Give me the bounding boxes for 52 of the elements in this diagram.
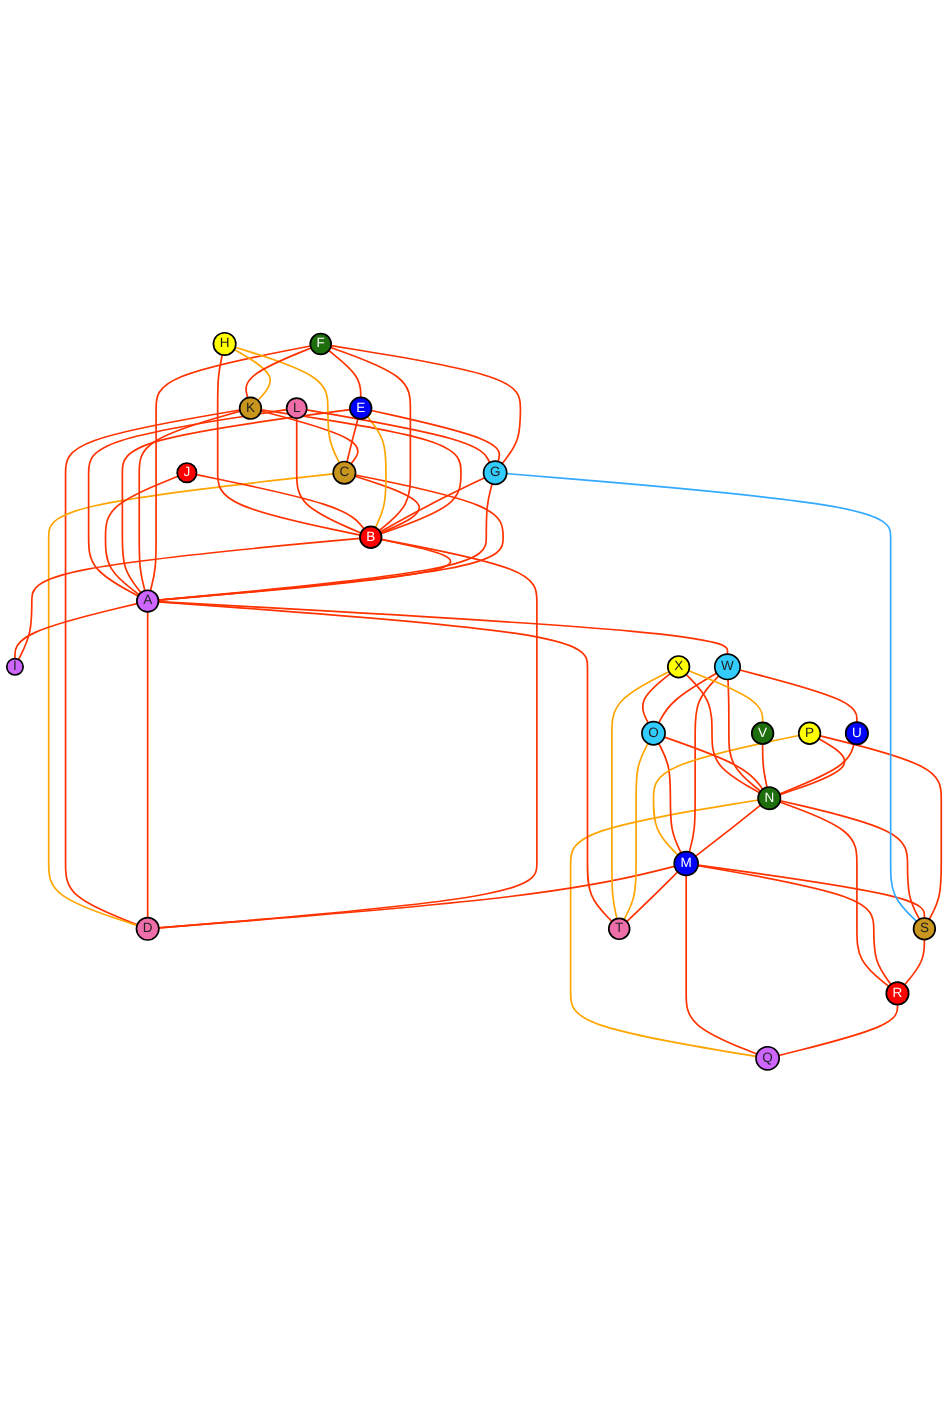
connector (17, 538, 361, 661)
connector (47, 473, 335, 927)
connector (685, 875, 758, 1056)
connector (641, 673, 672, 725)
connector (87, 409, 288, 598)
connector (354, 476, 421, 535)
connector (330, 345, 522, 466)
connector (738, 669, 858, 724)
connector (777, 1004, 899, 1057)
connector (195, 474, 365, 531)
connector (778, 743, 855, 796)
connector (260, 409, 462, 536)
connector (149, 345, 312, 593)
connector (121, 409, 351, 595)
connector (245, 347, 312, 400)
connector (146, 611, 149, 920)
connector (366, 416, 387, 529)
connector (260, 410, 359, 466)
connector (328, 350, 362, 399)
connector (657, 673, 718, 725)
connector (305, 409, 491, 464)
connector (157, 601, 729, 656)
connector (652, 735, 800, 857)
connector (14, 603, 138, 661)
connector (727, 679, 762, 793)
connector (778, 801, 890, 988)
connector (64, 409, 241, 927)
connector (819, 735, 943, 921)
connector (687, 670, 764, 724)
connector (697, 864, 926, 920)
connector (569, 799, 760, 1058)
connector (295, 418, 362, 535)
connector (694, 805, 762, 858)
connector (625, 871, 679, 924)
connector (903, 939, 926, 987)
connector (623, 743, 649, 922)
connector (370, 410, 501, 463)
connector (104, 476, 179, 597)
connector (688, 675, 720, 854)
connector (379, 477, 486, 534)
connector (505, 473, 918, 923)
connector (697, 865, 892, 986)
connector (657, 743, 682, 855)
connector (761, 743, 768, 789)
connector (138, 410, 241, 593)
connector (685, 674, 761, 795)
connector (663, 736, 764, 791)
connector (158, 539, 538, 930)
connector (346, 418, 359, 464)
connector (779, 738, 846, 797)
connector (779, 800, 921, 921)
connector (233, 349, 272, 402)
